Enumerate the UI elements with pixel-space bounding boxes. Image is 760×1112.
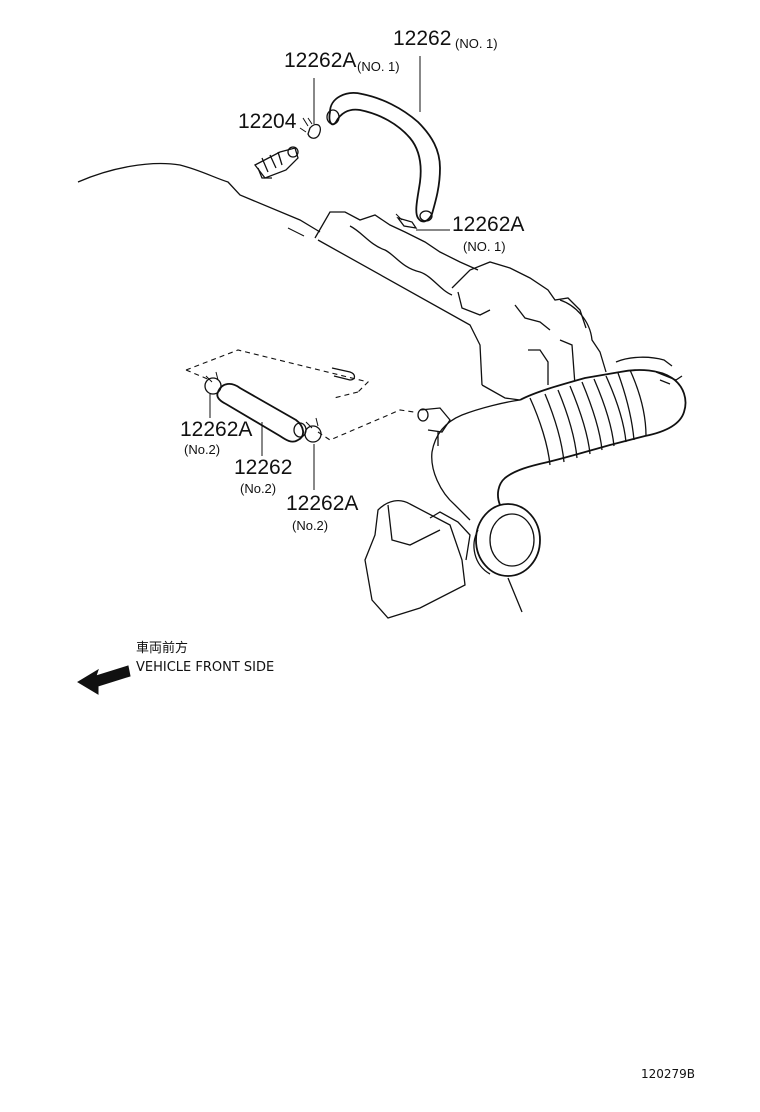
hose-no1-spec: (NO. 1) <box>455 36 498 51</box>
clamp-no1-right-spec: (NO. 1) <box>463 239 506 254</box>
drawing-number: 120279B <box>641 1067 695 1081</box>
clamp-no1-top <box>302 117 321 139</box>
pcv-valve-part-number: 12204 <box>238 110 297 133</box>
clamp-no2-left-spec: (No.2) <box>184 442 220 457</box>
clamp-no2-right-spec: (No.2) <box>292 518 328 533</box>
clamp-no1-right-part-number: 12262A <box>452 213 524 236</box>
engine-outline <box>77 162 607 401</box>
clamp-no1-top-spec: (NO. 1) <box>357 59 400 74</box>
clamp-no2-left <box>204 371 222 395</box>
pcv-valve <box>254 146 299 179</box>
air-intake-duct <box>417 356 687 613</box>
hose-no1-part-number: 12262 <box>393 27 451 50</box>
vehicle-front-indicator: 車両前方 VEHICLE FRONT SIDE <box>77 640 274 695</box>
clamp-no2-right <box>304 417 322 443</box>
air-cleaner-box <box>364 499 471 619</box>
clamp-no1-top-part-number: 12262A <box>284 49 356 72</box>
hose-no1 <box>326 92 441 223</box>
hose-no2-spec: (No.2) <box>240 481 276 496</box>
clamp-no1-right <box>395 213 418 229</box>
vehicle-front-label-japanese: 車両前方 <box>136 640 188 656</box>
vehicle-front-label-english: VEHICLE FRONT SIDE <box>136 660 274 675</box>
clamp-no2-left-part-number: 12262A <box>180 418 252 441</box>
leader-lines <box>209 56 450 490</box>
hose-no2 <box>185 349 415 443</box>
arrow-left-icon <box>77 665 131 695</box>
clamp-no2-right-part-number: 12262A <box>286 492 358 515</box>
hose-no2-part-number: 12262 <box>234 456 292 479</box>
